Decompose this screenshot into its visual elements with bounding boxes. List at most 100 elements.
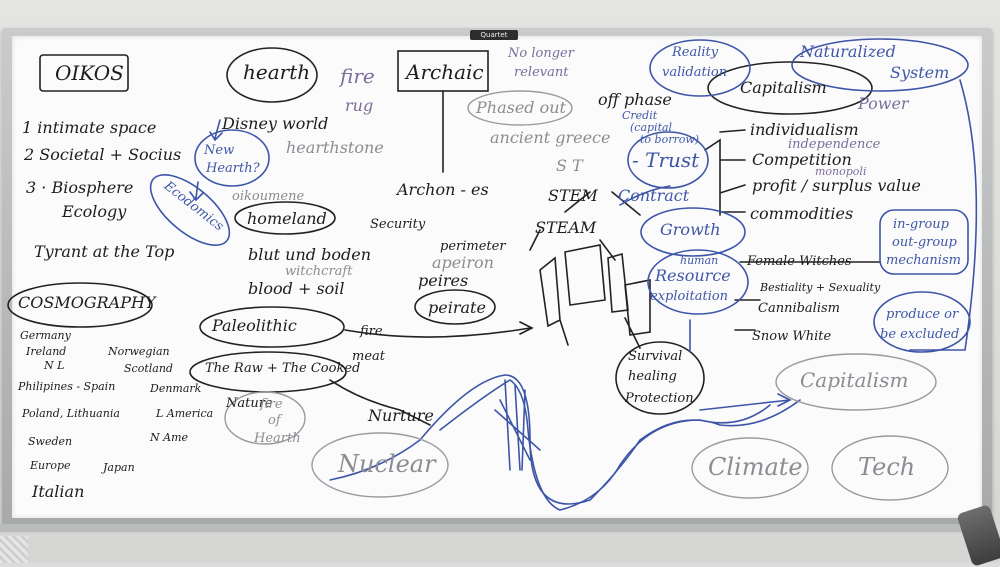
survival-label: Survival [628, 349, 683, 364]
new-label: New [204, 143, 235, 158]
tech-circle [831, 435, 949, 501]
place-italian: Italian [32, 482, 85, 501]
cosmography-circle [7, 282, 153, 328]
place-ireland: Ireland [26, 345, 67, 358]
female-witches-label: Female Witches [747, 254, 852, 269]
relevant-label: relevant [514, 65, 569, 80]
trust-label: - Trust [632, 148, 700, 172]
climate-label: Climate [708, 453, 803, 481]
st-label: S T [556, 156, 583, 175]
capitalism2-label: Capitalism [800, 368, 909, 392]
naturalized-label: Naturalized [800, 42, 896, 61]
steam-label: STEAM [535, 218, 597, 237]
fire-label: fire [340, 64, 375, 88]
growth-circle [640, 207, 746, 257]
nurture-arrow [329, 379, 431, 426]
in-group-label: in-group [893, 217, 949, 232]
place-germany: Germany [20, 329, 71, 342]
phased-out-label: Phased out [476, 98, 566, 117]
place-name: N Ame [150, 431, 189, 444]
rug-label: rug [345, 96, 374, 115]
resource-circle [647, 249, 749, 315]
fire-of-label: fire [260, 397, 283, 412]
excluded-label: be excluded [880, 327, 960, 342]
oikos-box [39, 54, 129, 92]
witches-lines [734, 261, 881, 331]
borrow-label: to borrow) [640, 133, 700, 146]
hearth-circle [226, 47, 318, 103]
paleo-arrow [344, 321, 534, 338]
human-label: human [680, 254, 719, 267]
profit-label: profit / surplus value [752, 176, 921, 195]
contract-label: Contract [618, 186, 690, 205]
nuclear-label: Nuclear [338, 450, 436, 478]
in-group-box [879, 209, 969, 275]
raw-cooked-label: The Raw + The Cooked [205, 361, 361, 376]
reality-label: Reality [672, 45, 719, 60]
place-europe: Europe [30, 459, 71, 472]
paleolithic-label: Paleolithic [212, 316, 297, 335]
perimeter-label: perimeter [440, 239, 506, 254]
climate-circle [691, 437, 809, 499]
credit-label: Credit [622, 109, 658, 122]
place-nl: N L [44, 359, 65, 372]
place-sweden: Sweden [28, 435, 73, 448]
competition-label: Competition [752, 150, 852, 169]
floor-corner [0, 536, 28, 563]
hearth-small-label: Hearth [254, 431, 301, 446]
fire2-label: fire [360, 324, 383, 339]
contract-line [619, 185, 671, 206]
blut-label: blut und boden [248, 245, 372, 264]
power-label: Power [858, 94, 909, 113]
oikos-label: OIKOS [55, 61, 124, 85]
security-label: Security [370, 217, 426, 232]
nurture-label: Nurture [368, 406, 434, 425]
ecodomics-arrow [189, 181, 204, 202]
individualism-label: individualism [750, 120, 859, 139]
produce-label: produce or [886, 307, 959, 322]
peirate-circle [414, 289, 496, 325]
ancient-greece-label: ancient greece [490, 128, 611, 147]
trust-circle [627, 131, 709, 189]
marker-tray [0, 524, 990, 532]
competition-lines [704, 129, 746, 216]
nature-circle [224, 391, 306, 445]
growth-label: Growth [660, 220, 721, 239]
paleolithic-circle [199, 306, 345, 348]
capitalism-circle [707, 61, 873, 115]
archaic-label: Archaic [406, 60, 484, 84]
tyrant-label: Tyrant at the Top [34, 242, 175, 261]
survival-circle [615, 341, 705, 415]
homeland-circle [234, 201, 336, 235]
hearthstone-label: hearthstone [286, 138, 384, 157]
disney-label: Disney world [222, 114, 329, 133]
capitalism2-circle [775, 353, 937, 411]
place-lamerica: L America [156, 407, 214, 420]
hearth-question-label: Hearth? [206, 161, 260, 176]
validation-label: validation [662, 65, 728, 80]
stem-label: STEM [548, 186, 598, 205]
independence-label: independence [788, 137, 881, 152]
right-bracket [909, 79, 978, 351]
monopoli-label: monopoli [815, 165, 867, 178]
hearth-label: hearth [243, 60, 311, 84]
of-label: of [268, 413, 281, 428]
off-phase-label: off phase [598, 90, 672, 109]
peires-label: peires [418, 271, 469, 290]
new-hearth-circle [194, 129, 270, 187]
list-item-1: 1 intimate space [22, 118, 157, 137]
place-norwegian: Norwegian [108, 345, 170, 358]
witchcraft-label: witchcraft [285, 264, 353, 279]
oikoumene-label: oikoumene [232, 189, 305, 204]
stem-arrows [529, 191, 641, 261]
capital-label: (capital [630, 121, 673, 134]
cosmography-label: COSMOGRAPHY [18, 293, 156, 312]
healing-label: healing [628, 369, 677, 384]
system-label: System [890, 63, 950, 82]
brand-label: Quartet [470, 30, 518, 40]
commodities-label: commodities [750, 204, 854, 223]
blue-scribble [494, 379, 541, 471]
apeiron-label: apeiron [432, 253, 494, 272]
nature-label: Nature [226, 396, 273, 411]
bestiality-label: Bestiality + Sexuality [760, 281, 881, 294]
